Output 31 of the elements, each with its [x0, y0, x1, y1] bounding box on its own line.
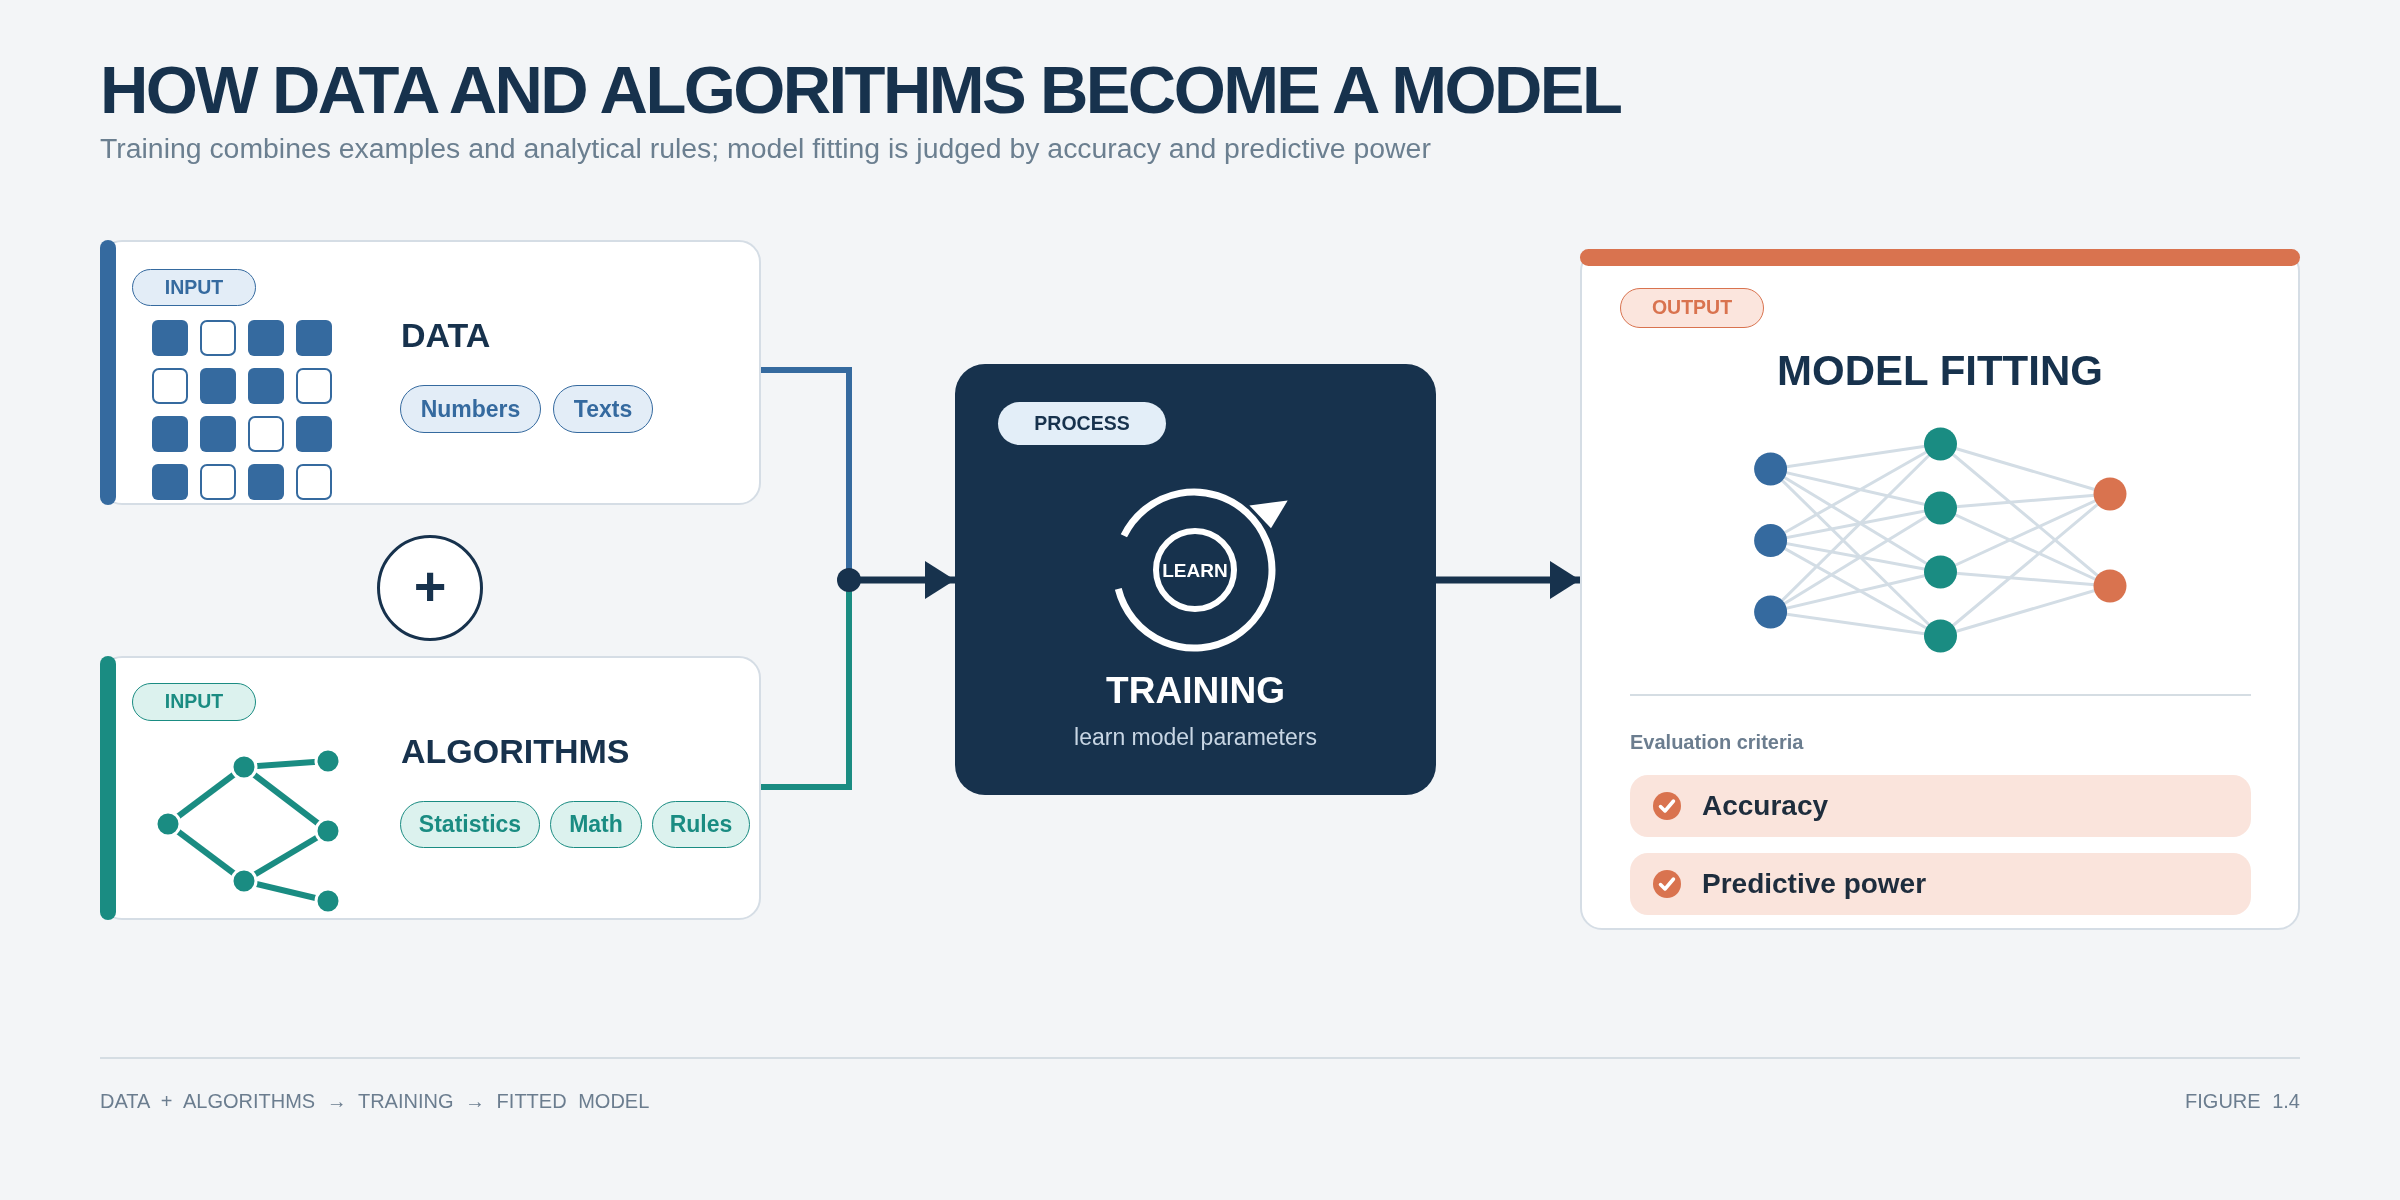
process-card — [955, 364, 1436, 795]
category-tag: Rules — [652, 801, 750, 848]
criterion-row — [1630, 775, 2251, 837]
card-heading: MODEL FITTING — [1777, 350, 2103, 392]
arrow — [837, 561, 955, 599]
stage-tag: OUTPUT — [1620, 288, 1764, 328]
card-heading: ALGORITHMS — [401, 734, 630, 768]
card-description: learn model parameters — [1074, 726, 1317, 749]
criterion-row — [1630, 853, 2251, 915]
hub-ring: LEARN — [1153, 528, 1237, 612]
criterion-label: Predictive power — [1702, 870, 1927, 898]
figure-number: FIGURE 1.4 — [2185, 1091, 2300, 1111]
card-heading: DATA — [401, 318, 491, 352]
category-tag: Texts — [553, 385, 653, 433]
section-label: Evaluation criteria — [1630, 732, 1804, 752]
plus-operator: + — [377, 535, 483, 641]
arrow — [1436, 561, 1580, 599]
footer-caption: DATA + ALGORITHMS → TRAINING → FITTED MODEL — [100, 1091, 650, 1111]
input-card — [100, 656, 761, 920]
diagram-title: HOW DATA AND ALGORITHMS BECOME A MODEL — [100, 56, 1621, 123]
category-tag: Statistics — [400, 801, 540, 848]
criterion-label: Accuracy — [1702, 792, 1829, 820]
input-card — [100, 240, 761, 505]
stage-tag: PROCESS — [998, 402, 1166, 445]
output-card — [1580, 249, 2300, 930]
category-tag: Math — [550, 801, 642, 848]
card-heading: TRAINING — [1106, 672, 1285, 709]
stage-tag: INPUT — [132, 683, 256, 721]
stage-tag: INPUT — [132, 269, 256, 306]
diagram-subtitle: Training combines examples and analytical rules; model fitting is judged by accuracy and predictive power — [100, 134, 1431, 163]
category-tag: Numbers — [400, 385, 541, 433]
